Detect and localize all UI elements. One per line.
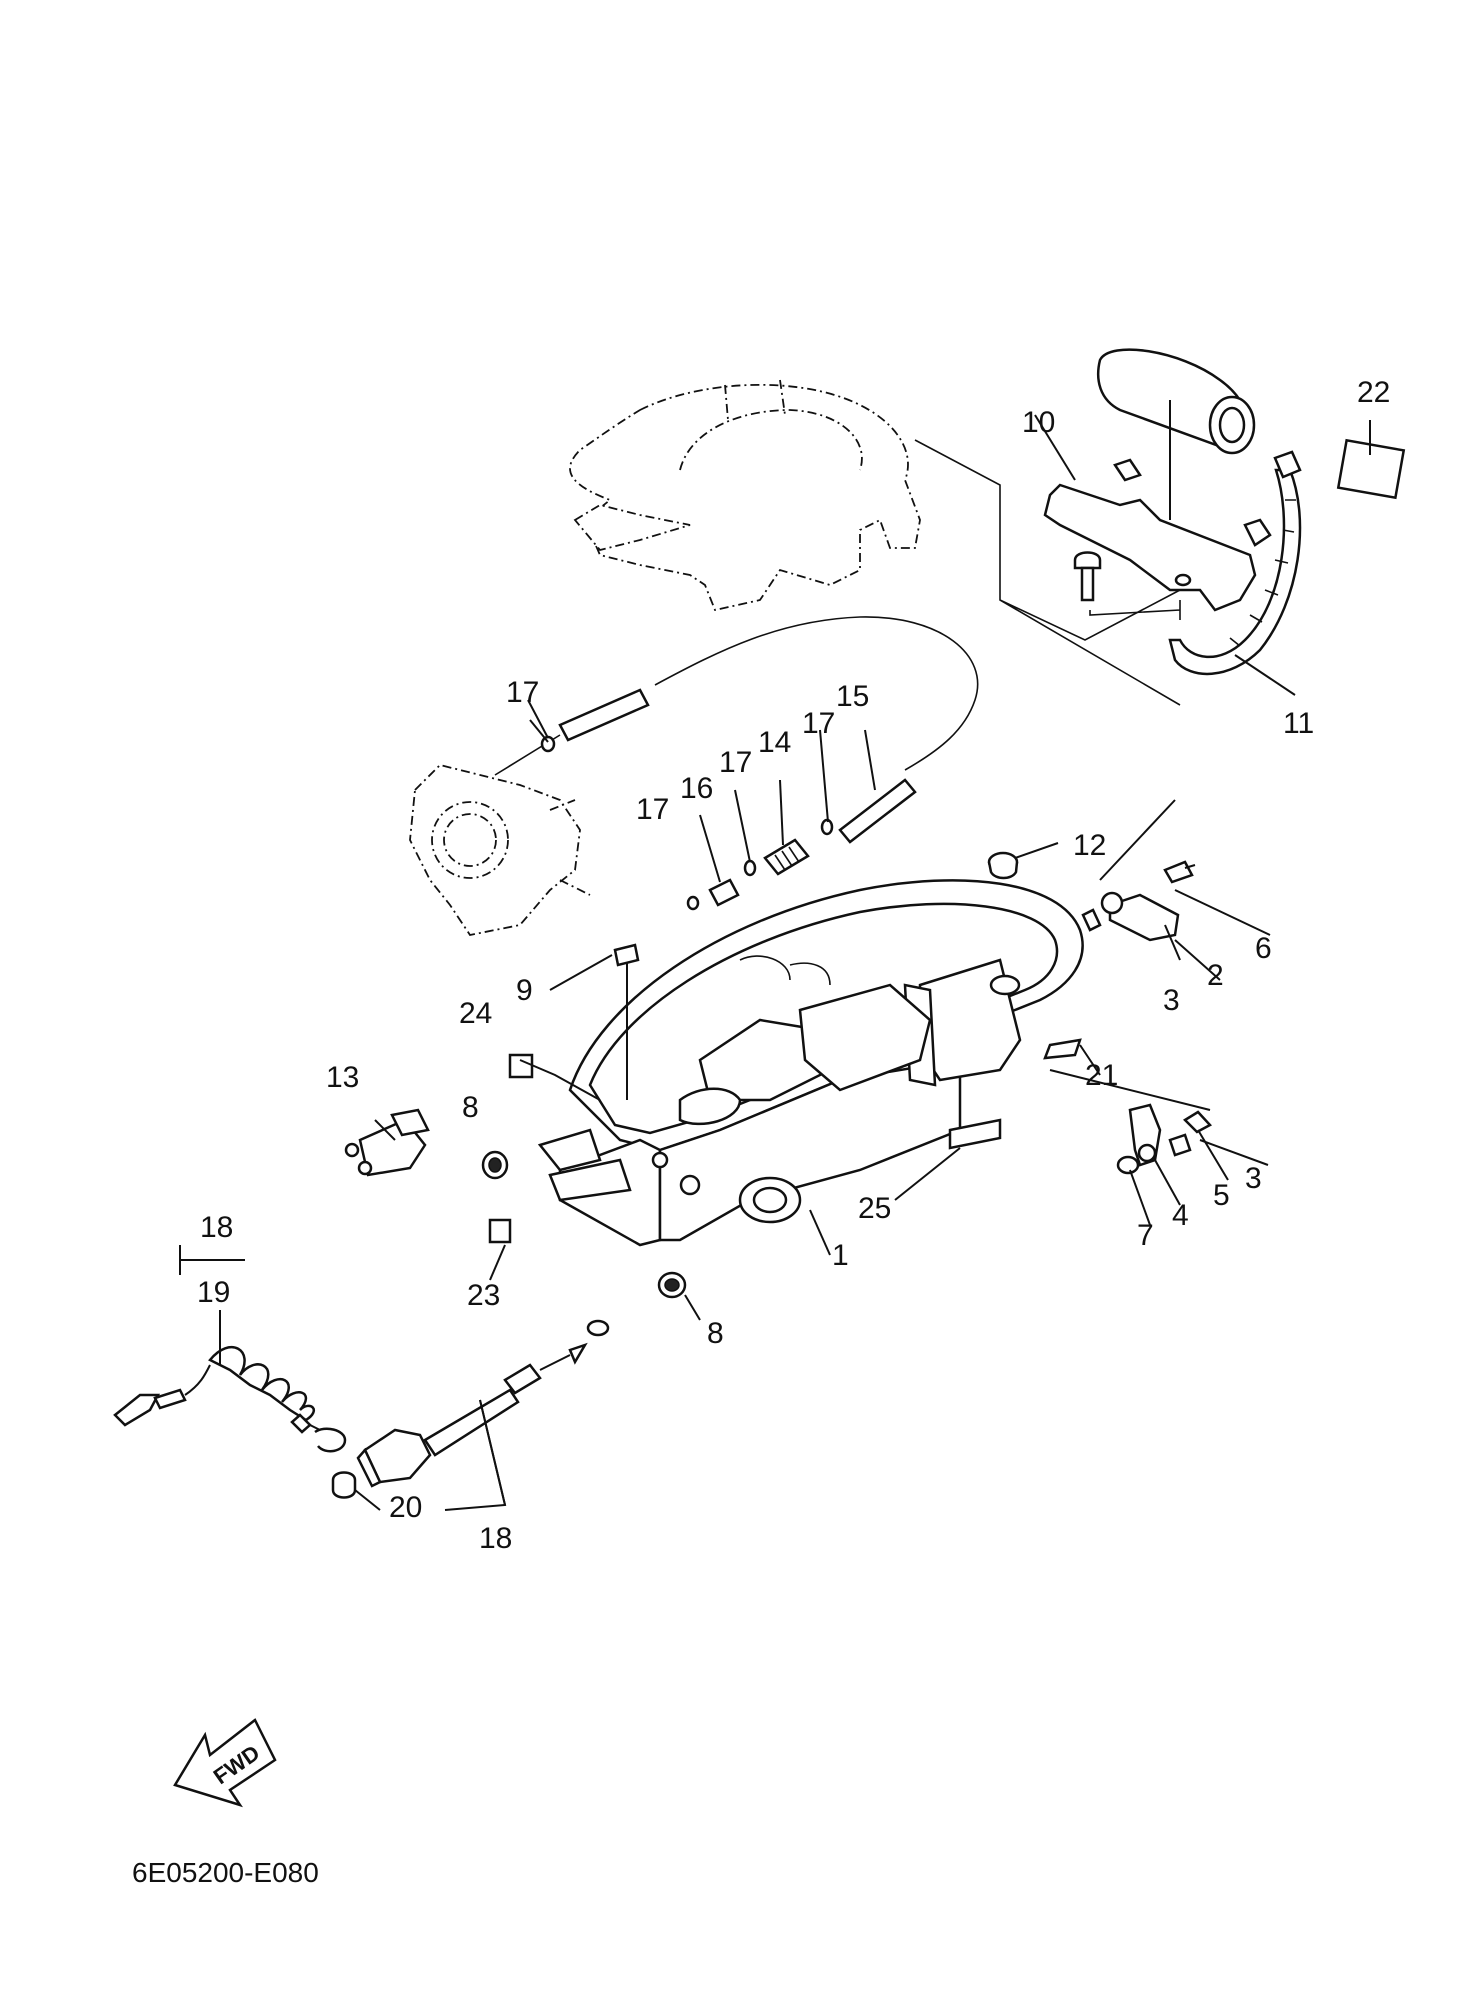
bottom-cowling (537, 879, 1084, 1247)
lever-parts (1081, 860, 1213, 1175)
callout-12: 12 (1073, 829, 1106, 862)
callout-25: 25 (858, 1192, 891, 1225)
stop-switch-cable (331, 1319, 610, 1499)
callout-2: 2 (1207, 959, 1224, 992)
neutral-switch (344, 1108, 430, 1177)
callout-17: 17 (802, 707, 835, 740)
bolts-and-grommets (481, 943, 687, 1299)
callout-11: 11 (1283, 707, 1314, 740)
callout-17: 17 (506, 676, 539, 709)
cowling-bracket (1043, 348, 1272, 620)
callout-17: 17 (636, 793, 669, 826)
callout-8: 8 (462, 1091, 479, 1124)
leader-lines (179, 414, 1371, 1511)
callout-3: 3 (1163, 984, 1180, 1017)
callout-5: 5 (1213, 1179, 1230, 1212)
cable-band (1168, 450, 1302, 676)
callout-18: 18 (200, 1211, 233, 1244)
callout-7: 7 (1137, 1219, 1154, 1252)
callout-18: 18 (479, 1522, 512, 1555)
callout-10: 10 (1022, 406, 1055, 439)
grommet-12 (987, 851, 1019, 880)
powerhead-ghost-outline (569, 379, 921, 612)
label-21 (1043, 1038, 1082, 1060)
callout-9: 9 (516, 974, 533, 1007)
callout-4: 4 (1172, 1199, 1189, 1232)
carburetor-ghost-outline (409, 764, 591, 937)
fuel-hoses (540, 688, 917, 911)
stop-switch-lanyard (113, 1346, 347, 1453)
callout-8: 8 (707, 1317, 724, 1350)
fuel-filter (763, 838, 810, 876)
label-25 (948, 1118, 1002, 1150)
callout-20: 20 (389, 1491, 422, 1524)
callout-numbers: 1 2 3 3 4 5 6 7 8 8 9 10 11 12 13 14 15 … (197, 376, 1390, 1555)
callout-24: 24 (459, 997, 492, 1030)
callout-23: 23 (467, 1279, 500, 1312)
callout-1: 1 (832, 1239, 849, 1272)
callout-21: 21 (1085, 1059, 1118, 1092)
callout-17: 17 (719, 746, 752, 779)
callout-3: 3 (1245, 1162, 1262, 1195)
bracket-leader-frame (914, 439, 1181, 706)
callout-6: 6 (1255, 932, 1272, 965)
diagram-reference-code: 6E05200-E080 (132, 1857, 319, 1888)
forward-direction-arrow: FWD (173, 1718, 277, 1808)
label-24 (508, 1053, 534, 1079)
callout-15: 15 (836, 680, 869, 713)
callout-14: 14 (758, 726, 791, 759)
callout-13: 13 (326, 1061, 359, 1094)
callout-19: 19 (197, 1276, 230, 1309)
callout-22: 22 (1357, 376, 1390, 409)
label-23 (488, 1218, 512, 1244)
callout-16: 16 (680, 772, 713, 805)
label-22 (1336, 438, 1406, 500)
